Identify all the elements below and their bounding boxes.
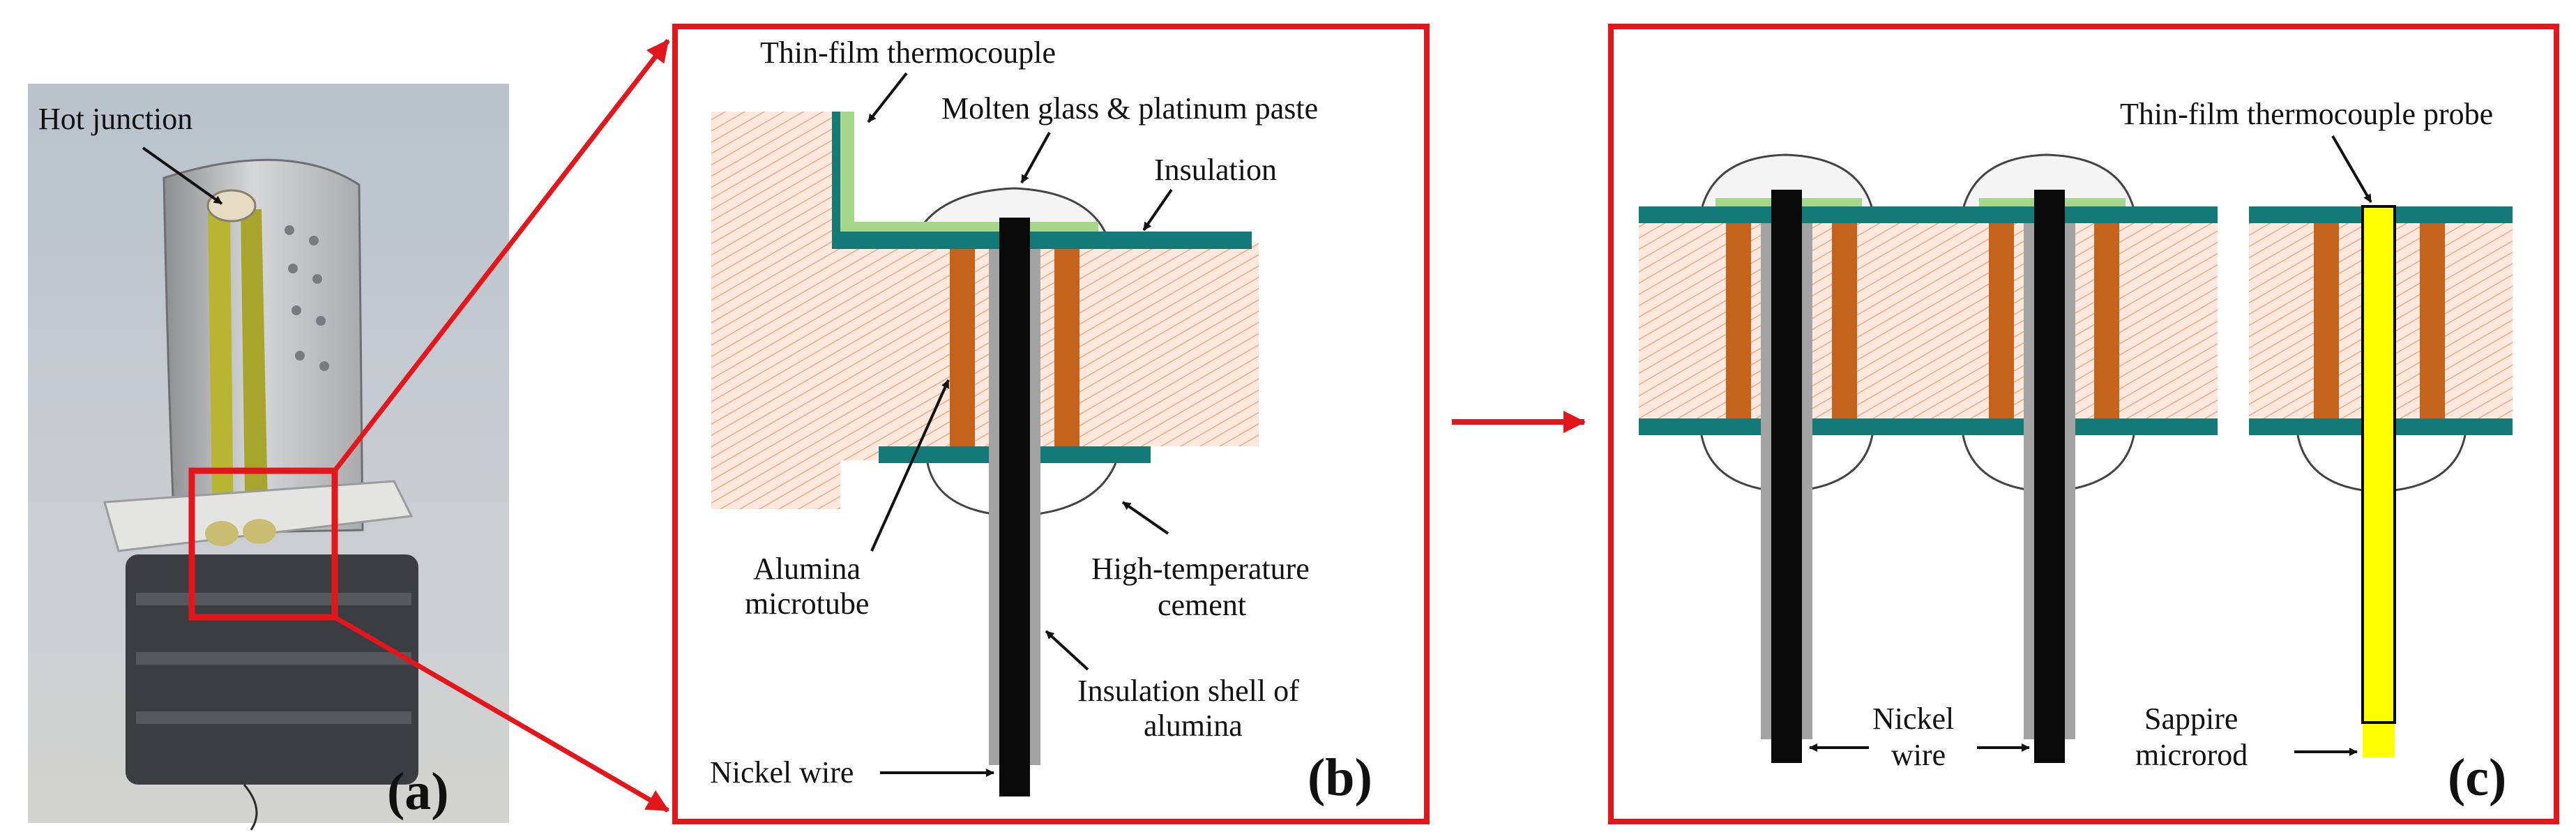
microtube-c-2b bbox=[2094, 223, 2119, 418]
solder-bead-2 bbox=[243, 519, 276, 544]
nickel-wire-b bbox=[999, 218, 1030, 796]
zoom-region-box bbox=[188, 467, 338, 621]
root-ridge-2 bbox=[136, 652, 411, 665]
lead-wire bbox=[243, 784, 258, 831]
hot-junction-label: Hot junction bbox=[38, 102, 192, 136]
label-nickel-wire-b: Nickel wire bbox=[710, 755, 854, 789]
microtube-c-2a bbox=[1989, 223, 2014, 418]
sapphire-coating bbox=[2361, 205, 2396, 724]
label-shell-2: alumina bbox=[1144, 709, 1243, 743]
label-insulation: Insulation bbox=[1154, 153, 1277, 187]
solder-bead-1 bbox=[205, 521, 238, 546]
arrow-thin-film bbox=[867, 72, 908, 123]
alumina-microtube-right bbox=[1054, 249, 1079, 446]
thin-film-leg-2 bbox=[241, 209, 268, 537]
hot-junction-spot bbox=[206, 189, 257, 222]
microtube-c-3b bbox=[2420, 223, 2445, 418]
zoom-connector-top bbox=[333, 38, 670, 473]
label-sapphire-2: microrod bbox=[2135, 738, 2248, 772]
arrow-insulation bbox=[1142, 188, 1173, 232]
nickel-wire-c-2 bbox=[2034, 190, 2065, 763]
arrow-shell bbox=[1045, 630, 1089, 671]
label-molten-glass: Molten glass & platinum paste bbox=[941, 91, 1318, 126]
panel-b: Thin-film thermocouple Molten glass & pl… bbox=[672, 24, 1430, 824]
label-nickel-c-1: Nickel bbox=[1872, 702, 1954, 736]
blade-cooling-holes bbox=[285, 225, 329, 371]
label-alumina-1: Alumina bbox=[753, 552, 861, 586]
label-alumina-2: microtube bbox=[745, 587, 869, 621]
substrate-hatch bbox=[711, 112, 1259, 509]
insulation-c-bottom-1 bbox=[1639, 418, 2218, 435]
zoom-connector-bottom bbox=[333, 614, 669, 813]
panel-b-letter: (b) bbox=[1308, 748, 1372, 807]
label-shell-1: Insulation shell of bbox=[1077, 674, 1299, 708]
substrate-c-1 bbox=[1639, 222, 2218, 424]
label-sapphire-1: Sappire bbox=[2144, 702, 2238, 736]
arrow-alumina-microtube bbox=[870, 379, 950, 552]
arrow-molten-glass bbox=[1020, 132, 1051, 183]
label-thin-film-thermocouple: Thin-film thermocouple bbox=[760, 36, 1056, 70]
hot-junction-arrow bbox=[142, 146, 223, 205]
panel-b-frame bbox=[672, 24, 1430, 824]
glass-dome-c-2 bbox=[1962, 153, 2135, 211]
label-cement-2: cement bbox=[1158, 588, 1246, 622]
glass-dome-c-1 bbox=[1700, 153, 1874, 211]
panel-c: Thin-film thermocouple probe Nickel wire… bbox=[1608, 24, 2559, 824]
thin-film-leg-1 bbox=[208, 213, 234, 537]
insulation-c-top-1 bbox=[1639, 206, 2218, 223]
nickel-wire-c-1 bbox=[1771, 190, 1802, 763]
panel-a-photo: Hot junction (a) bbox=[28, 84, 509, 831]
alumina-microtube-left bbox=[950, 249, 975, 446]
label-probe: Thin-film thermocouple probe bbox=[2120, 97, 2493, 131]
blade-root bbox=[126, 554, 418, 785]
panel-c-frame bbox=[1608, 24, 2559, 824]
microtube-c-1a bbox=[1726, 223, 1751, 418]
label-nickel-c-2: wire bbox=[1891, 738, 1946, 772]
label-cement-1: High-temperature bbox=[1091, 552, 1310, 586]
arrow-probe bbox=[2331, 135, 2372, 204]
root-ridge-3 bbox=[136, 711, 411, 724]
arrow-cement bbox=[1121, 501, 1169, 535]
insulation-layer-top bbox=[832, 112, 1252, 249]
sapphire-microrod bbox=[2363, 206, 2395, 757]
root-ridge-1 bbox=[136, 593, 411, 605]
microtube-c-1b bbox=[1832, 223, 1857, 418]
microtube-c-3a bbox=[2314, 223, 2339, 418]
panel-c-letter: (c) bbox=[2448, 748, 2506, 807]
panel-a-letter: (a) bbox=[387, 762, 449, 821]
